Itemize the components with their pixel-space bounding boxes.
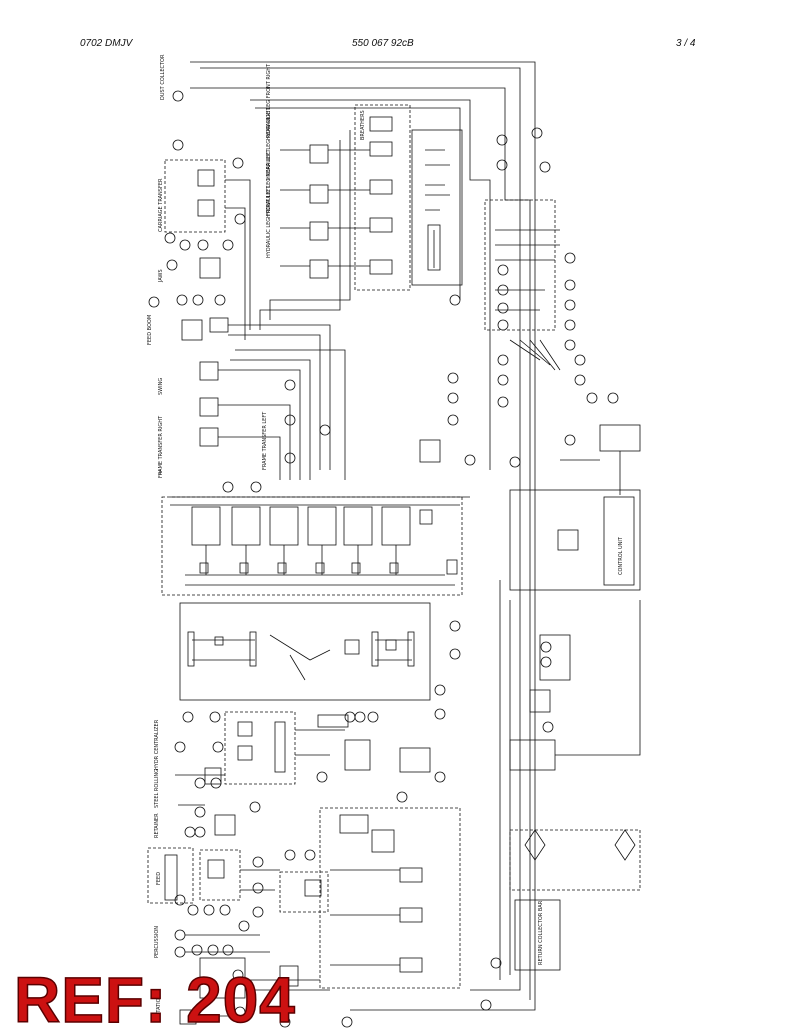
- label-swing: SWING: [158, 378, 164, 395]
- part-number: 550 067 92cB: [352, 38, 414, 49]
- label-hydraulic-leg-front-left: HYDRAULIC LEG FRONT LEFT: [266, 185, 272, 258]
- label-feed-boom: FEED BOOM: [147, 315, 153, 345]
- label-retainer: RETAINER: [154, 813, 160, 838]
- document-code: 0702 DMJV: [80, 38, 133, 49]
- label-hydraulic-leg-rear-left: HYDRAULIC LEG REAR LEFT: [266, 148, 272, 218]
- control-unit-box: [603, 496, 635, 586]
- label-hydr-centralizer: HYDR CENTRALIZER: [154, 719, 160, 770]
- part-callouts: [148, 90, 619, 1028]
- label-control-unit: CONTROL UNIT: [618, 536, 624, 575]
- label-rotation: ROTATION: [156, 994, 162, 1020]
- operator-decal: [179, 602, 431, 701]
- label-feed: FEED: [156, 872, 162, 885]
- label-return-collector-bar: RETURN COLLECTOR BAR: [538, 900, 544, 965]
- main-valve-bank: [161, 496, 463, 596]
- label-breathers: BREATHERS: [360, 110, 366, 140]
- label-dust-collector: DUST COLLECTOR: [160, 54, 166, 100]
- page-number: 3 / 4: [676, 38, 696, 49]
- label-carriage-transfer: CARRIAGE TRANSFER: [158, 178, 164, 232]
- reference-stamp: REF: 204: [13, 964, 296, 1036]
- lever-decal-top: [411, 129, 463, 286]
- label-percussion: PERCUSSION: [154, 926, 160, 958]
- hydraulic-leg-valve-block: [354, 104, 411, 291]
- label-hydraulic-leg-rear-right: HYDRAULIC LEG REAR RIGHT: [266, 107, 272, 180]
- label-hydraulic-leg-front-right: HYDRAULIC LEG FRONT RIGHT: [266, 63, 272, 140]
- label-frame-transfer-right: FRAME TRANSFER RIGHT: [158, 415, 164, 478]
- label-jaws: JAWS: [158, 269, 164, 283]
- label-frame-transfer-left: FRAME TRANSFER LEFT: [262, 411, 268, 470]
- label-steel-rolling: STEEL ROLLING: [154, 769, 160, 808]
